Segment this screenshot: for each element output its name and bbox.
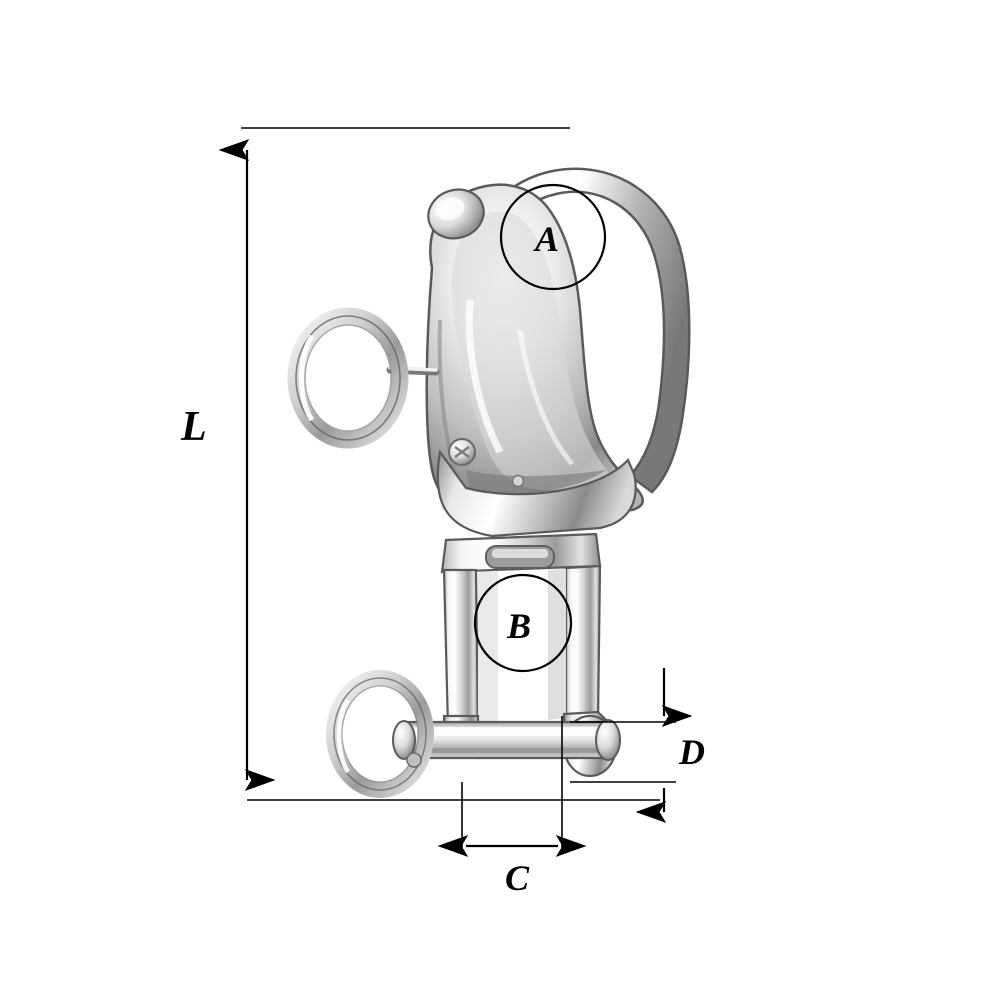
dimension-label-d: D xyxy=(679,732,705,772)
dimension-L xyxy=(218,127,660,801)
dimension-D xyxy=(570,668,693,823)
dimension-label-l: L xyxy=(181,404,207,450)
dimension-label-c: C xyxy=(505,858,530,898)
small-rivet xyxy=(511,474,525,488)
callout-label-a: A xyxy=(535,219,560,259)
upper-pull-ring xyxy=(287,307,440,449)
lower-pull-ring xyxy=(326,670,434,798)
callout-circle-a xyxy=(499,183,607,291)
callout-circle-b xyxy=(473,573,573,673)
callout-label-b: B xyxy=(507,606,532,646)
shackle-hook-body xyxy=(425,167,691,538)
dimension-C xyxy=(437,716,587,857)
clevis-pin xyxy=(392,719,621,761)
